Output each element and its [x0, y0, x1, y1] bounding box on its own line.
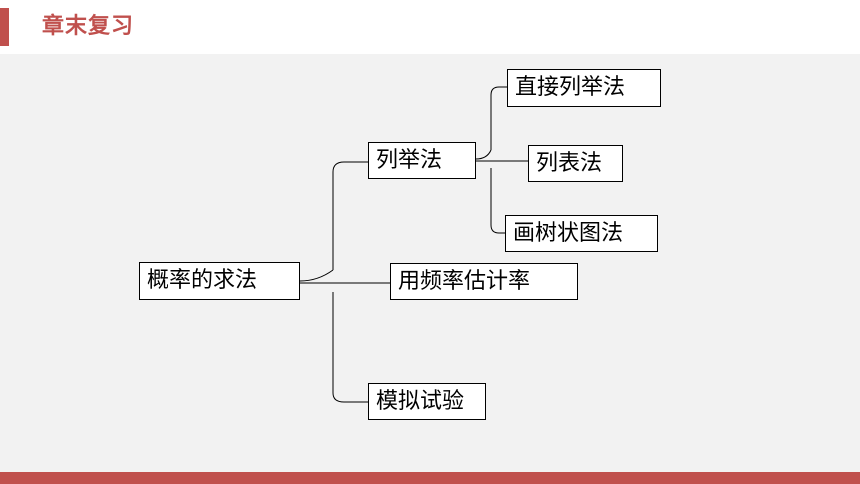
node-table-method: 列表法	[528, 145, 623, 182]
node-direct-enumeration: 直接列举法	[507, 69, 661, 107]
footer-accent-bar	[0, 472, 860, 484]
node-branch-simulation: 模拟试验	[368, 383, 486, 420]
node-tree-diagram: 画树状图法	[505, 215, 658, 252]
header: 章末复习	[0, 0, 860, 54]
page-title: 章末复习	[42, 14, 135, 39]
node-branch-enumeration: 列举法	[368, 142, 476, 179]
node-branch-frequency: 用频率估计率	[390, 263, 578, 300]
connector-brace-bottom	[332, 292, 368, 403]
connector-sub-root	[475, 149, 492, 160]
connector-sub-top	[490, 86, 507, 150]
connector-brace-top	[332, 161, 368, 270]
node-root: 概率的求法	[139, 262, 300, 300]
header-accent-bar	[0, 8, 9, 46]
connector-root	[299, 269, 334, 282]
connector-sub-bottom	[490, 168, 505, 234]
